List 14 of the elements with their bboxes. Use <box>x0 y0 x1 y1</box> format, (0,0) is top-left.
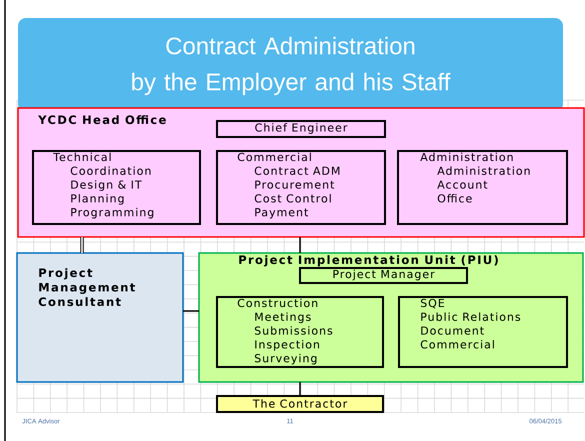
connector-line <box>299 237 301 253</box>
department-box: Commercial Contract ADM Procurement Cost Control Payment <box>216 150 386 225</box>
contractor-box: The Contractor <box>216 395 384 413</box>
department-box: Administration Administration Account Office <box>397 150 568 225</box>
connector-line <box>183 310 199 312</box>
title-banner: Contract Administration by the Employer and his Staff <box>18 18 563 112</box>
department-box: SQE Public Relations Document Commercial <box>398 296 568 368</box>
role-box: Project Manager <box>299 267 468 284</box>
connector-line <box>299 382 301 396</box>
connector-line <box>80 237 84 253</box>
department-box: Construction Meetings Submissions Inspection Surveying <box>216 296 384 368</box>
role-box: Chief Engineer <box>216 120 386 138</box>
department-box: Technical Coordination Design & IT Planning Programming <box>32 150 201 225</box>
consultant-box: Project Management Consultant <box>16 252 184 383</box>
